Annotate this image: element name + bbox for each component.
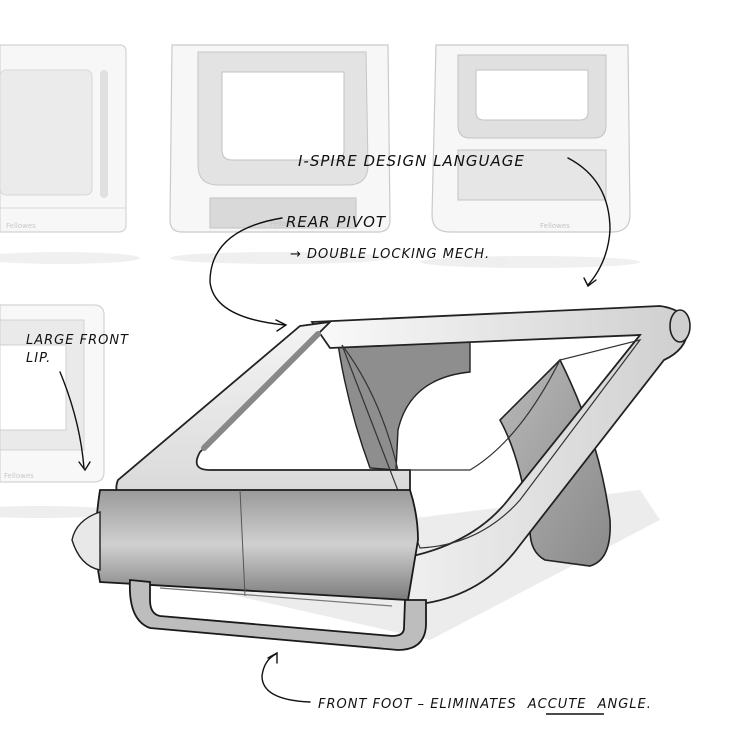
arrowhead-rear-pivot <box>275 319 288 332</box>
front-view-4: Fellowes <box>0 304 105 483</box>
arrow-front-foot <box>261 653 311 703</box>
annotation-arrows <box>59 157 611 703</box>
brand-mark-1: Fellowes <box>6 222 36 230</box>
arrow-design-language <box>567 157 611 286</box>
arrowhead-front-foot <box>267 651 278 664</box>
brand-mark-2: Fellowes <box>270 220 300 228</box>
annotation-front-foot-prefix: FRONT FOOT – ELIMINATES <box>318 697 517 712</box>
arrowhead-design-language <box>583 277 597 288</box>
front-view-1: Fellowes <box>0 44 127 233</box>
annotation-rear-pivot: REAR PIVOT <box>286 213 387 231</box>
annotation-front-foot-suffix: ANGLE. <box>597 697 652 712</box>
front-view-3: Fellowes <box>431 44 631 233</box>
arrow-rear-pivot <box>209 217 286 326</box>
rear-pivot-knob <box>669 309 691 343</box>
top-row-shadows <box>0 252 640 268</box>
front-view-2: Fellowes <box>169 44 391 233</box>
brand-mark-4: Fellowes <box>4 472 34 480</box>
annotation-locking-mech: → DOUBLE LOCKING MECH. <box>290 247 490 262</box>
laptop-stand-render <box>71 305 691 651</box>
annotation-front-foot-emphasis: ACCUTE <box>527 697 587 712</box>
annotation-front-foot: FRONT FOOT – ELIMINATES ACCUTE ANGLE. <box>318 697 652 712</box>
annotation-front-lip-line2: LIP. <box>26 351 51 366</box>
annotation-design-language: I-SPIRE DESIGN LANGUAGE <box>298 152 525 170</box>
arrow-front-lip <box>59 371 85 469</box>
front-view-4-shadow <box>0 506 120 518</box>
annotation-front-lip-line1: LARGE FRONT <box>26 333 129 348</box>
brand-mark-3: Fellowes <box>540 222 570 230</box>
arrowhead-front-lip <box>78 461 91 472</box>
front-foot <box>128 579 427 651</box>
